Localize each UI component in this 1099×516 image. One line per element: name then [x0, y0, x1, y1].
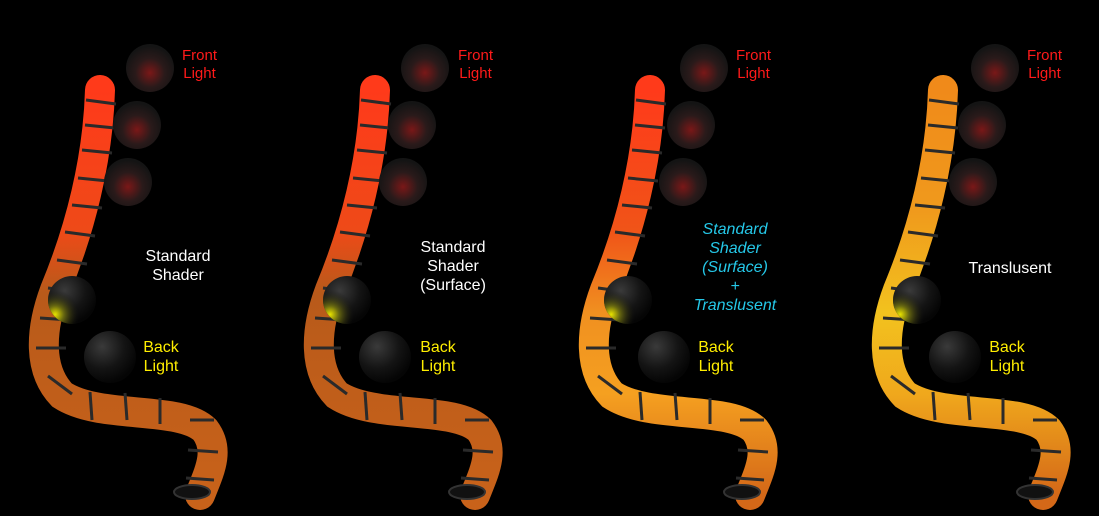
- front-light-sphere: [126, 44, 174, 92]
- sphere: [388, 101, 436, 149]
- front-light-label: Front Light: [457, 47, 493, 82]
- back-light-label: Back Light: [420, 339, 456, 375]
- back-light-sphere: [638, 331, 690, 383]
- sphere-glow: [604, 276, 652, 324]
- tube-rings: [36, 98, 219, 482]
- back-light-sphere: [84, 331, 136, 383]
- front-light-sphere: [401, 44, 449, 92]
- tube-end-cap: [1016, 484, 1054, 500]
- shader-label: Standard Shader (Surface): [420, 239, 486, 294]
- tube-end-cap: [723, 484, 761, 500]
- sphere-glow: [893, 276, 941, 324]
- front-light-label: Front Light: [735, 47, 771, 82]
- front-light-sphere: [971, 44, 1019, 92]
- shader-label: Standard Shader: [145, 248, 211, 284]
- front-light-sphere: [680, 44, 728, 92]
- back-light-label: Back Light: [698, 339, 734, 375]
- tube-rings: [586, 98, 769, 482]
- sphere: [104, 158, 152, 206]
- back-light-label: Back Light: [143, 339, 179, 375]
- back-light-label: Back Light: [989, 339, 1025, 375]
- sphere-glow: [48, 276, 96, 324]
- panel-translusent: Front Light Translusent Back Light: [825, 0, 1099, 516]
- back-light-sphere: [359, 331, 411, 383]
- sphere: [949, 158, 997, 206]
- panel-standard-surface-translusent: Front Light Standard Shader (Surface) + …: [550, 0, 825, 516]
- panel-standard-shader: Front Light Standard Shader Back Light: [0, 0, 275, 516]
- shader-label: Standard Shader (Surface) + Translusent: [693, 221, 777, 314]
- sphere-glow: [323, 276, 371, 324]
- sphere: [113, 101, 161, 149]
- shader-label: Translusent: [968, 260, 1052, 277]
- tube-scene: [28, 44, 228, 510]
- sphere: [958, 101, 1006, 149]
- front-light-label: Front Light: [181, 47, 217, 82]
- sphere: [379, 158, 427, 206]
- front-light-label: Front Light: [1026, 47, 1062, 82]
- tube-scene: [578, 44, 778, 510]
- tube-end-cap: [448, 484, 486, 500]
- back-light-sphere: [929, 331, 981, 383]
- panel-standard-shader-surface: Front Light Standard Shader (Surface) Ba…: [275, 0, 550, 516]
- tube-scene: [871, 44, 1071, 510]
- tube-end-cap: [173, 484, 211, 500]
- tube-scene: [303, 44, 503, 510]
- sphere: [667, 101, 715, 149]
- sphere: [659, 158, 707, 206]
